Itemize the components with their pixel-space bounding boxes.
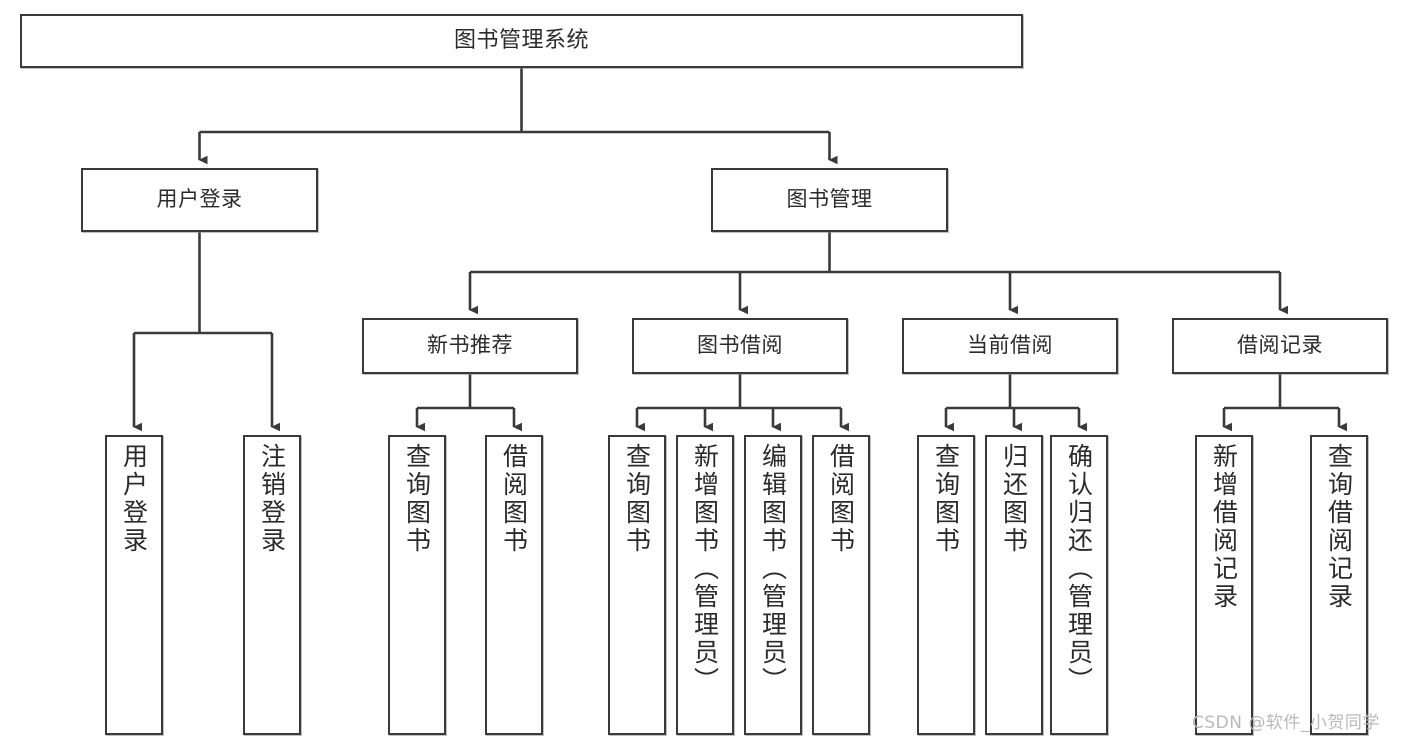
node-leaf-confirm-return[interactable]: 确认归还（管理员） <box>1050 435 1108 735</box>
node-book-borrow-label: 图书借阅 <box>697 333 783 358</box>
node-root-label: 图书管理系统 <box>453 27 589 53</box>
node-root[interactable]: 图书管理系统 <box>20 14 1023 68</box>
node-leaf-query-book-cb-label: 查询图书 <box>931 443 961 555</box>
node-leaf-query-book-rec[interactable]: 查询图书 <box>388 435 446 735</box>
csdn-watermark: CSDN @软件_小贺同学 <box>1192 713 1380 733</box>
node-leaf-query-book-rec-label: 查询图书 <box>402 443 432 555</box>
node-leaf-query-record[interactable]: 查询借阅记录 <box>1310 435 1368 735</box>
node-leaf-query-book-bb[interactable]: 查询图书 <box>608 435 666 735</box>
node-leaf-user-login[interactable]: 用户登录 <box>105 435 163 735</box>
node-leaf-confirm-return-label: 确认归还（管理员） <box>1064 443 1094 695</box>
node-leaf-borrow-book-bb-label: 借阅图书 <box>826 443 856 555</box>
node-book-borrow[interactable]: 图书借阅 <box>632 318 848 374</box>
node-leaf-add-record[interactable]: 新增借阅记录 <box>1195 435 1253 735</box>
node-leaf-borrow-book-rec-label: 借阅图书 <box>499 443 529 555</box>
node-borrow-record-label: 借阅记录 <box>1237 333 1323 358</box>
node-user-login-label: 用户登录 <box>156 187 243 212</box>
node-leaf-query-book-bb-label: 查询图书 <box>622 443 652 555</box>
node-new-book-rec-label: 新书推荐 <box>427 333 513 358</box>
node-leaf-edit-book[interactable]: 编辑图书（管理员） <box>744 435 802 735</box>
node-current-borrow[interactable]: 当前借阅 <box>902 318 1118 374</box>
node-leaf-query-book-cb[interactable]: 查询图书 <box>917 435 975 735</box>
node-user-login[interactable]: 用户登录 <box>81 168 318 232</box>
node-leaf-borrow-book-rec[interactable]: 借阅图书 <box>485 435 543 735</box>
node-leaf-add-book[interactable]: 新增图书（管理员） <box>676 435 734 735</box>
node-leaf-return-book[interactable]: 归还图书 <box>985 435 1043 735</box>
node-book-manage-label: 图书管理 <box>786 187 873 212</box>
node-leaf-return-book-label: 归还图书 <box>999 443 1029 555</box>
node-new-book-rec[interactable]: 新书推荐 <box>362 318 578 374</box>
node-leaf-borrow-book-bb[interactable]: 借阅图书 <box>812 435 870 735</box>
node-leaf-user-login-label: 用户登录 <box>119 443 149 555</box>
node-leaf-add-book-label: 新增图书（管理员） <box>690 443 720 695</box>
node-leaf-add-record-label: 新增借阅记录 <box>1209 443 1239 611</box>
node-book-manage[interactable]: 图书管理 <box>711 168 948 232</box>
node-leaf-logout-label: 注销登录 <box>257 443 287 555</box>
node-leaf-query-record-label: 查询借阅记录 <box>1324 443 1354 611</box>
node-borrow-record[interactable]: 借阅记录 <box>1172 318 1388 374</box>
node-leaf-logout[interactable]: 注销登录 <box>243 435 301 735</box>
node-leaf-edit-book-label: 编辑图书（管理员） <box>758 443 788 695</box>
node-current-borrow-label: 当前借阅 <box>967 333 1053 358</box>
